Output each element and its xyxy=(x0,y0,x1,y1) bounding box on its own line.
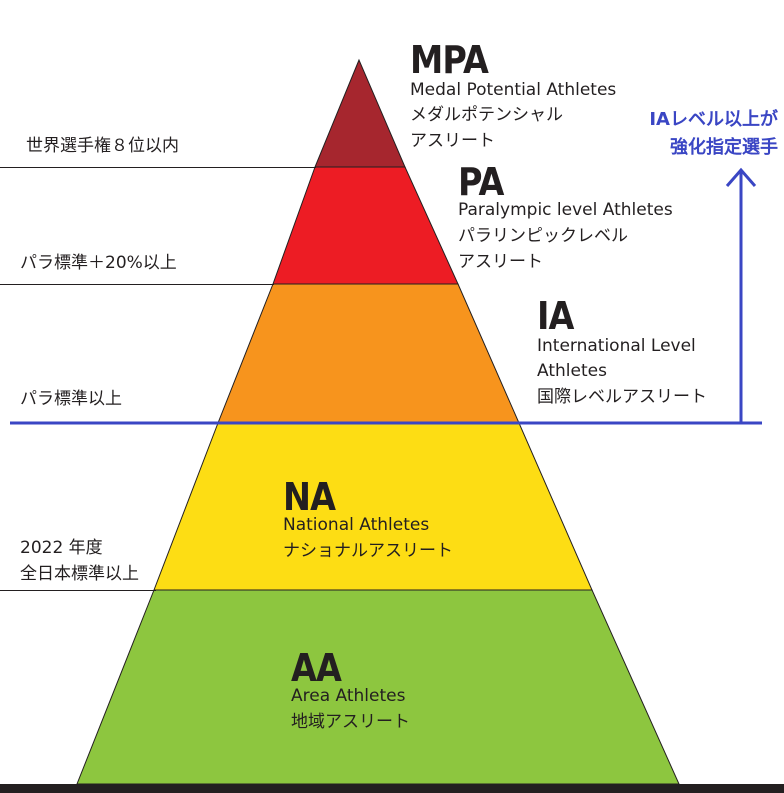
level-jp-mpa-1: メダルポテンシャル xyxy=(410,105,563,125)
tier-ia xyxy=(217,283,520,424)
divider-pa xyxy=(0,284,274,285)
criteria-mpa: 世界選手権８位以内 xyxy=(26,136,179,156)
level-en-na: National Athletes xyxy=(283,515,430,535)
level-en-aa: Area Athletes xyxy=(291,686,406,706)
tier-pa xyxy=(272,166,459,285)
divider-mpa xyxy=(0,167,316,168)
level-jp-aa: 地域アスリート xyxy=(291,712,410,732)
tier-na xyxy=(153,422,593,591)
bottom-bar xyxy=(0,784,784,793)
level-code-mpa: MPA xyxy=(410,38,489,82)
level-code-ia: IA xyxy=(537,294,574,338)
level-code-na: NA xyxy=(283,475,336,519)
divider-na xyxy=(0,590,156,591)
note-line-2: 強化指定選手 xyxy=(670,137,778,158)
level-jp-pa-1: パラリンピックレベル xyxy=(458,226,628,246)
criteria-na: 全日本標準以上 xyxy=(20,564,139,584)
level-en-ia-2: Athletes xyxy=(537,361,607,381)
level-en-pa: Paralympic level Athletes xyxy=(458,200,673,220)
criteria-pa: パラ標準＋20%以上 xyxy=(20,253,177,273)
arrow-up-icon xyxy=(725,167,757,187)
criteria-na-year: 2022 年度 xyxy=(20,538,103,558)
level-jp-na: ナショナルアスリート xyxy=(283,541,453,561)
criteria-ia: パラ標準以上 xyxy=(20,389,122,409)
level-en-mpa: Medal Potential Athletes xyxy=(410,80,617,100)
tier-mpa xyxy=(314,58,406,168)
level-code-aa: AA xyxy=(291,646,342,690)
level-en-ia-1: International Level xyxy=(537,336,696,356)
level-code-pa: PA xyxy=(458,160,504,204)
level-jp-ia: 国際レベルアスリート xyxy=(537,387,707,407)
level-jp-mpa-2: アスリート xyxy=(410,131,495,151)
level-jp-pa-2: アスリート xyxy=(458,252,543,272)
designated-athletes-note: IAレベル以上が 強化指定選手 xyxy=(649,106,778,162)
note-line-1: IAレベル以上が xyxy=(649,109,778,130)
